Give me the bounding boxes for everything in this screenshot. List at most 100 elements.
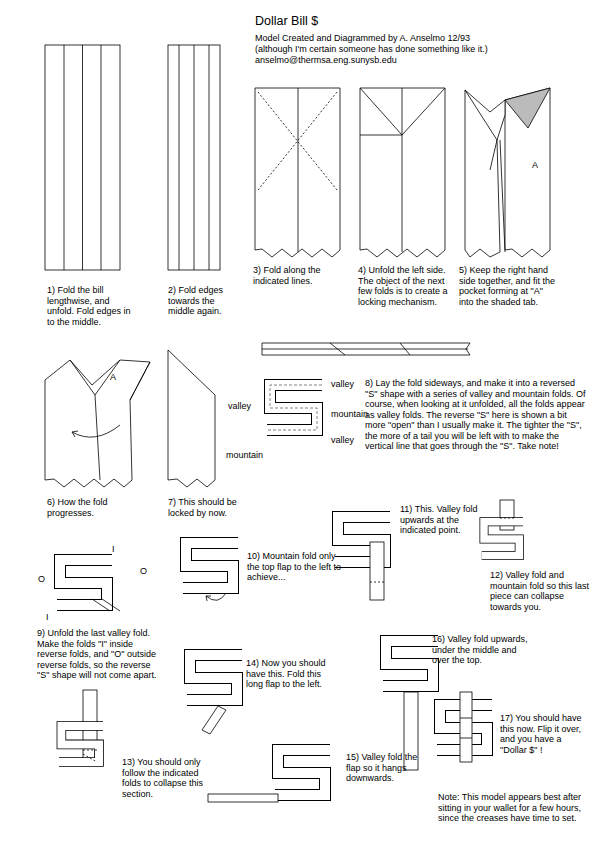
bill-step-1 [101, 45, 102, 270]
fold-label: I [46, 612, 56, 623]
bill-step-2 [168, 45, 220, 270]
bill-step-1 [82, 45, 83, 270]
step-caption: 8) Lay the fold sideways, and make it in… [365, 378, 589, 452]
s-shape-step-13 [59, 726, 103, 762]
folded-strip [262, 349, 468, 350]
bill-step-4 [360, 135, 402, 136]
bill-step-4 [402, 88, 403, 252]
bill-step-5 [505, 88, 550, 128]
step-caption: 4) Unfold the left side. The object of t… [358, 265, 450, 307]
s-shape-step-12 [482, 522, 523, 556]
bill-step-4 [360, 88, 445, 257]
s-shape-step-12 [482, 522, 523, 556]
fold-label: O [140, 566, 150, 577]
s-shape-step-9 [57, 560, 112, 605]
bill-step-3 [255, 88, 340, 257]
s-shape-step-14 [187, 655, 242, 734]
fold-label: mountain [331, 409, 371, 420]
s-shape-step-13 [59, 726, 103, 762]
fold-label: valley [331, 379, 371, 390]
bill-step-6 [72, 425, 120, 437]
reverse-s-shape [267, 385, 322, 430]
note-text: Note: This model appears best after sitt… [438, 792, 590, 824]
s-shape-step-10 [183, 543, 238, 601]
diagram-title: Dollar Bill $ [255, 14, 318, 28]
point-label: A [110, 372, 122, 383]
s-shape-step-15 [275, 750, 330, 795]
bill-step-1 [45, 45, 120, 270]
bill-step-3 [258, 92, 337, 190]
s-shape-step-16 [383, 641, 438, 770]
bill-step-2 [168, 45, 220, 270]
bill-step-2 [209, 45, 210, 270]
step-caption: 9) Unfold the last valley fold. Make the… [37, 628, 162, 681]
s-shape-step-9 [57, 560, 120, 611]
bill-step-4 [360, 88, 402, 135]
bill-step-1 [64, 45, 65, 270]
step-caption: 5) Keep the right hand side together, an… [459, 265, 559, 307]
s-shape-step-10 [183, 543, 238, 588]
s-shape-step-14 [202, 706, 226, 734]
step-caption: 6) How the fold progresses. [47, 497, 132, 518]
s-shape-step-13 [59, 726, 103, 762]
s-shape-step-15 [208, 750, 330, 802]
bill-step-6 [45, 360, 150, 487]
step-caption: 16) Valley fold upwards, under the middl… [432, 634, 532, 666]
bill-step-5 [465, 88, 550, 257]
email: anselmo@thermsa.eng.sunysb.edu [255, 55, 585, 66]
reverse-s-shape [267, 385, 322, 430]
step-caption: 11) This. Valley fold upwards at the ind… [400, 504, 482, 536]
dollar-sign-result [437, 692, 492, 762]
bill-step-6 [45, 360, 150, 487]
bill-step-7 [168, 350, 215, 487]
folded-strip [262, 343, 470, 355]
s-shape-step-10 [206, 596, 211, 601]
step-caption: 7) This should be locked by now. [168, 497, 243, 518]
bill-step-4 [402, 88, 445, 135]
bill-step-6 [130, 362, 150, 400]
dollar-sign-result [460, 718, 472, 738]
step-caption: 15) Valley fold the flap so it hangs dow… [346, 752, 431, 784]
credit-line: (although I'm certain someone has done s… [255, 44, 585, 55]
bill-step-7 [168, 350, 215, 487]
step-caption: 17) You should have this now. Flip it ov… [500, 713, 588, 755]
reverse-s-shape [267, 385, 322, 430]
s-shape-step-16 [383, 641, 438, 686]
s-shape-step-13 [59, 690, 103, 762]
step-caption: 3) Fold along the indicated lines. [253, 265, 328, 286]
s-shape-step-12 [482, 522, 523, 556]
bill-step-6 [72, 431, 78, 437]
fold-label: O [38, 574, 48, 585]
s-shape-step-14 [187, 655, 242, 700]
folded-strip [262, 343, 470, 355]
point-label: A [532, 160, 544, 171]
s-shape-step-10 [183, 543, 238, 588]
s-shape-step-11 [370, 542, 384, 600]
bill-step-2 [194, 45, 195, 270]
step-caption: 12) Valley fold and mountain fold so thi… [490, 570, 590, 612]
s-shape-step-12 [500, 518, 514, 519]
bill-step-5 [465, 90, 497, 170]
step-caption: 14) Now you should have this. Fold this … [246, 658, 326, 690]
s-shape-step-10 [206, 593, 226, 600]
step-caption: 2) Fold edges towards the middle again. [168, 285, 243, 317]
s-shape-step-13 [83, 750, 97, 762]
bill-step-5 [500, 140, 505, 252]
folded-strip [330, 343, 410, 355]
fold-label: valley [331, 435, 371, 446]
s-shape-step-9 [92, 599, 120, 611]
bill-step-5 [465, 90, 505, 257]
s-shape-step-15 [275, 750, 330, 795]
bill-step-2 [179, 45, 180, 270]
credit-line: Model Created and Diagrammed by A. Ansel… [255, 33, 585, 44]
s-shape-step-12 [482, 500, 523, 556]
bill-step-1 [45, 45, 120, 270]
fold-label: mountain [226, 450, 266, 461]
step-caption: 10) Mountain fold only the top flap to t… [247, 551, 342, 583]
s-shape-step-11 [370, 582, 384, 583]
reverse-s-shape [267, 385, 322, 430]
bill-step-4 [360, 88, 445, 257]
s-shape-step-14 [187, 655, 242, 700]
fold-label: I [112, 544, 122, 555]
bill-step-3 [255, 88, 340, 257]
